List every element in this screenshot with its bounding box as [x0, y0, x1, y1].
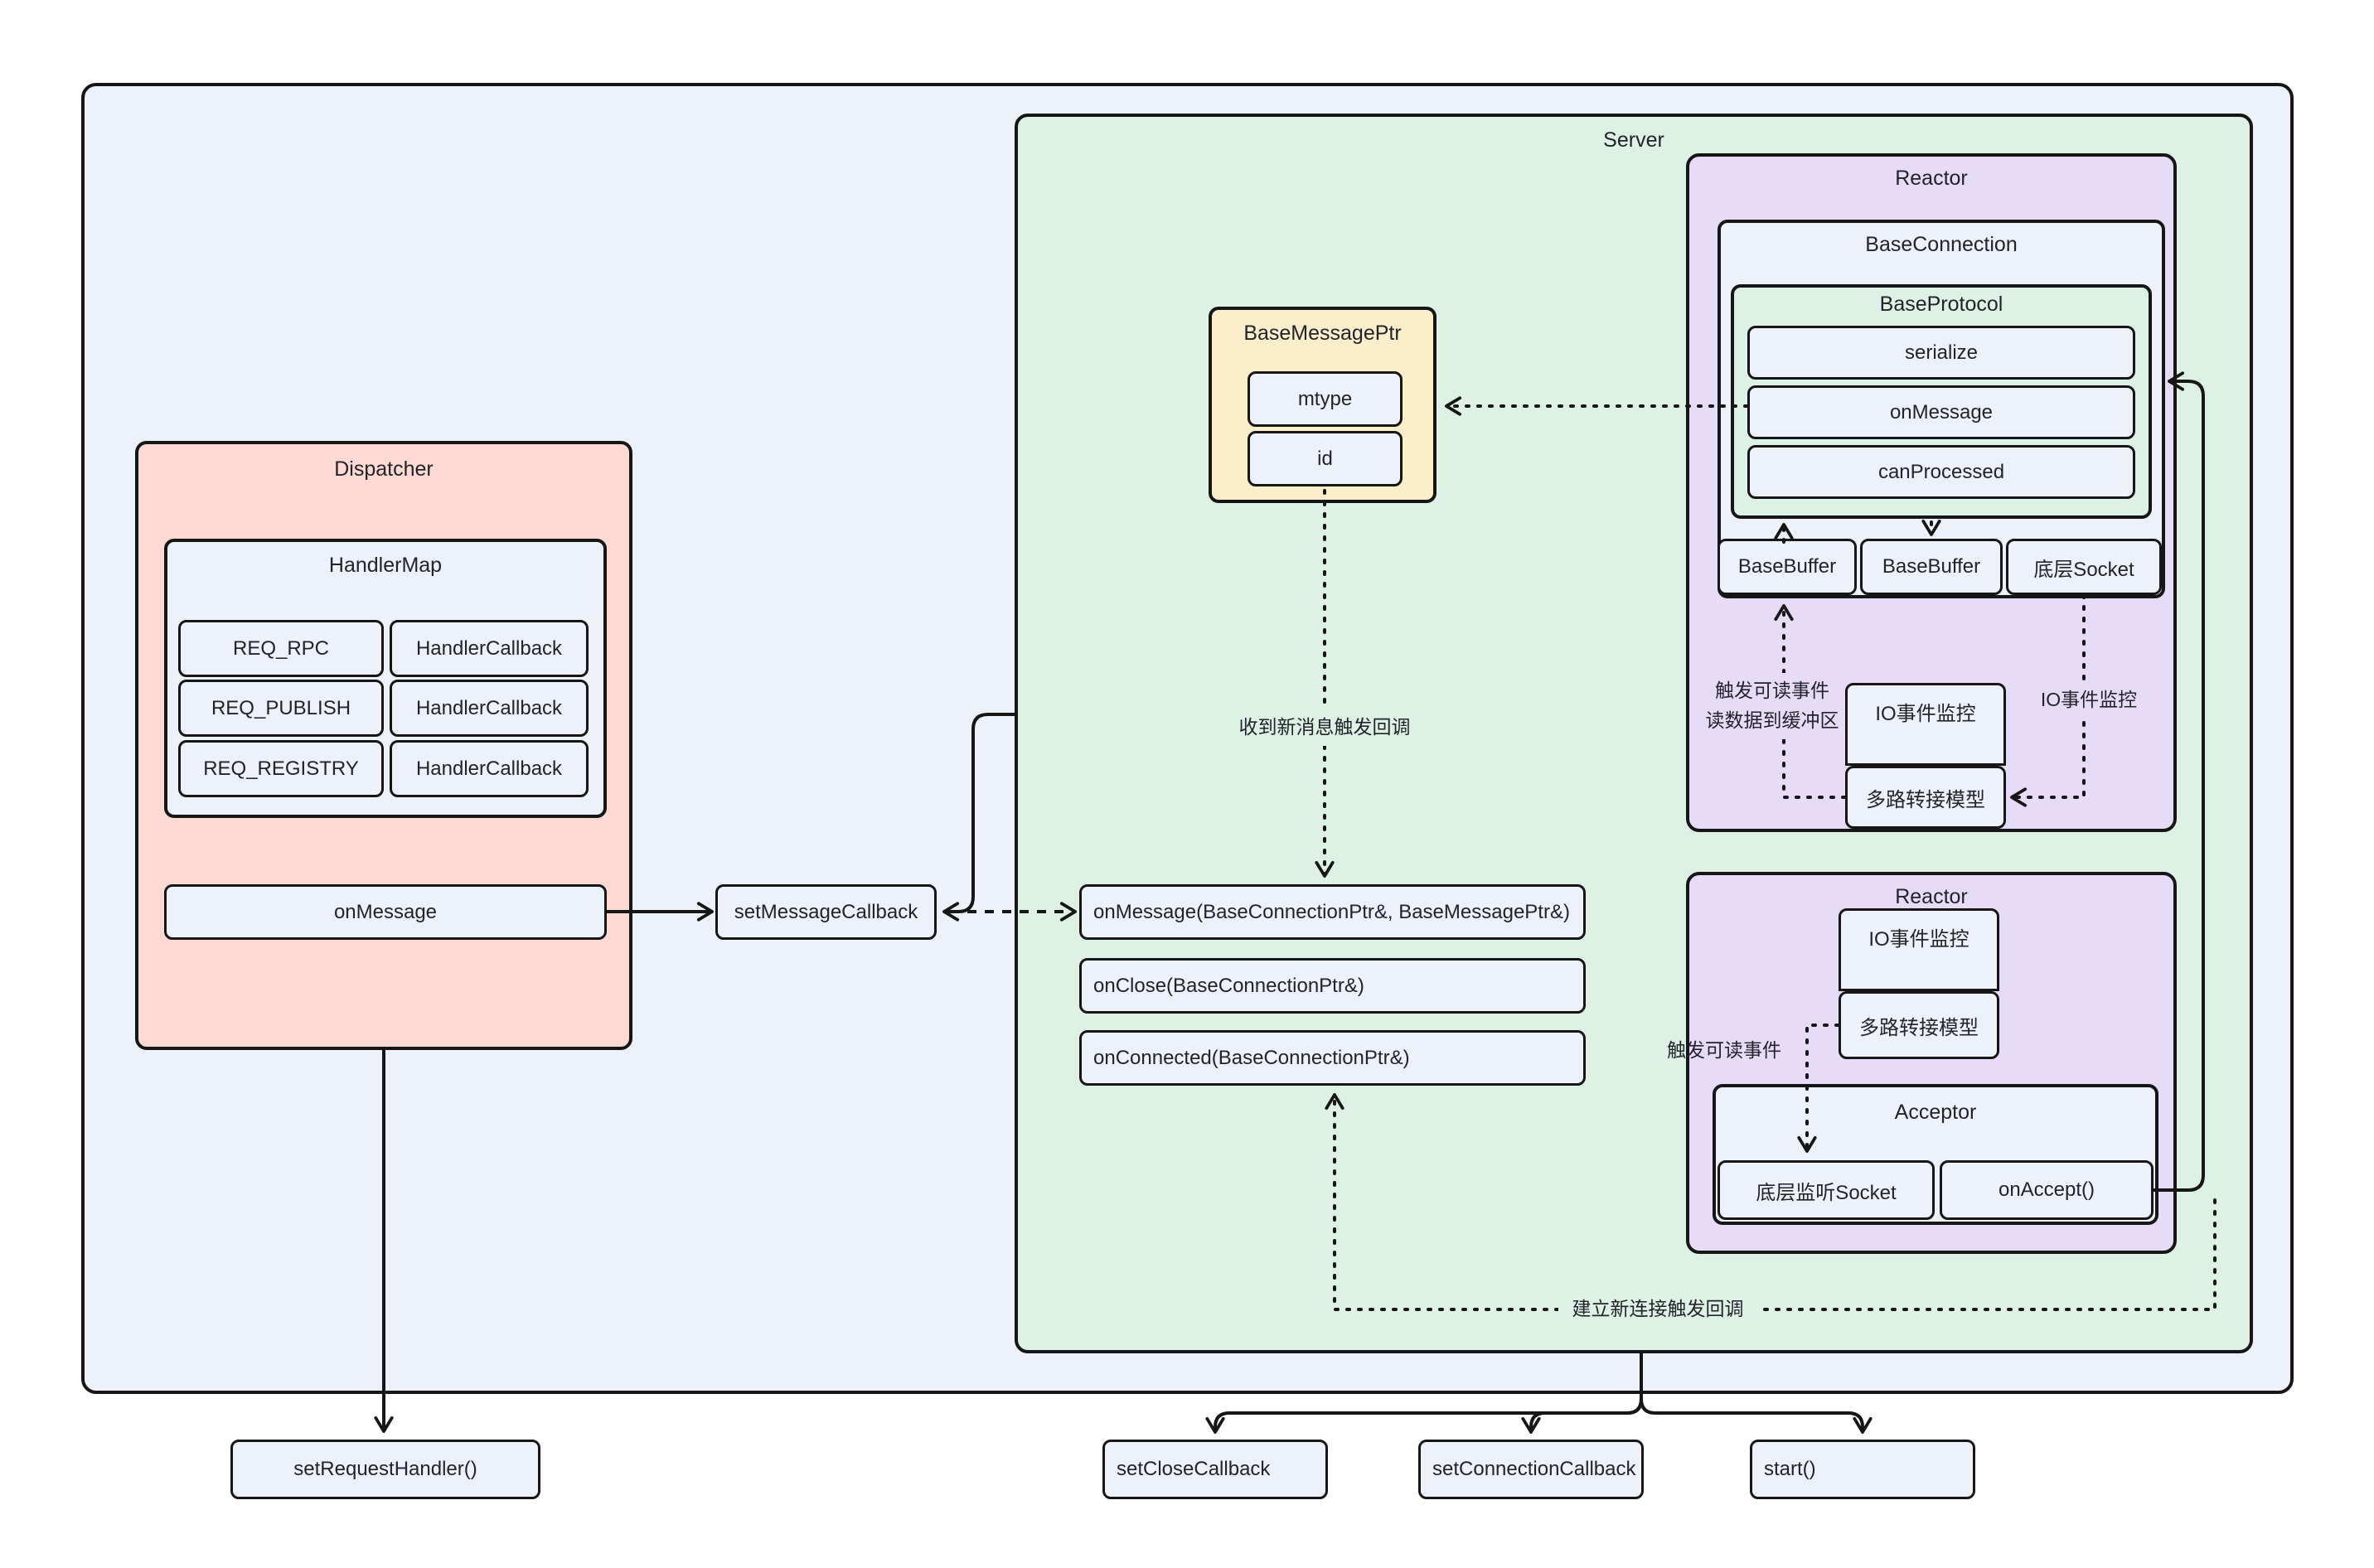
set-message-callback-box: setMessageCallback [715, 884, 937, 940]
dispatcher-onmessage-box: onMessage [164, 884, 607, 940]
acceptor-title: Acceptor [1894, 1101, 1977, 1124]
start-box: start() [1750, 1440, 1975, 1499]
arrow-server-to-setclosecallback [1205, 1398, 1643, 1434]
arrow-server-to-start [1640, 1398, 1873, 1434]
server-title: Server [1603, 128, 1664, 152]
set-request-handler-box: setRequestHandler() [230, 1440, 540, 1499]
arrow-server-to-setconnectioncallback [1521, 1398, 1643, 1434]
base-message-ptr-title: BaseMessagePtr [1243, 322, 1402, 345]
base-buffer-out-box: BaseBuffer [1860, 539, 2003, 595]
handler-map-key-req-publish: REQ_PUBLISH [178, 680, 384, 737]
label-trigger-readable-bottom: 触发可读事件 [1667, 1039, 1781, 1062]
handler-map-value-0: HandlerCallback [390, 620, 589, 677]
arrow-onaccept-to-baseconnection [2154, 371, 2205, 1192]
reactor-top-title: Reactor [1895, 167, 1968, 190]
on-accept-box: onAccept() [1940, 1160, 2154, 1220]
dispatcher-title: Dispatcher [334, 457, 434, 481]
io-event-monitor-top-box: IO事件监控 [1845, 683, 2006, 766]
label-trigger-readable-read-buffer: 触发可读事件 读数据到缓冲区 [1703, 673, 1841, 739]
id-box: id [1248, 431, 1403, 486]
set-close-callback-box: setCloseCallback [1102, 1440, 1328, 1499]
arrow-mux-to-basebuffer [1774, 604, 1847, 799]
base-connection-title: BaseConnection [1865, 233, 2018, 256]
server-onmessage-callback-box: onMessage(BaseConnectionPtr&, BaseMessag… [1079, 884, 1586, 940]
handler-map-value-1: HandlerCallback [390, 680, 589, 737]
set-connection-callback-box: setConnectionCallback [1418, 1440, 1644, 1499]
base-buffer-in-box: BaseBuffer [1718, 539, 1857, 595]
reactor-bottom-title: Reactor [1895, 885, 1968, 908]
server-onconnected-callback-box: onConnected(BaseConnectionPtr&) [1079, 1030, 1586, 1086]
label-new-message-callback: 收到新消息触发回调 [1225, 709, 1424, 746]
arrow-mux-to-listensocket [1797, 1024, 1840, 1153]
io-event-monitor-bottom-box: IO事件监控 [1839, 908, 1999, 991]
arrow-onaccept-to-onconnected [1325, 1093, 2217, 1311]
serialize-box: serialize [1747, 326, 2135, 380]
handler-map-title: HandlerMap [328, 554, 443, 577]
arrow-server-to-setmessagecallback [942, 713, 1015, 922]
mux-model-top-box: 多路转接模型 [1845, 766, 2006, 829]
server-onclose-callback-box: onClose(BaseConnectionPtr&) [1079, 958, 1586, 1014]
label-read-to-buffer-line2: 读数据到缓冲区 [1705, 709, 1839, 731]
handler-map-value-2: HandlerCallback [390, 740, 589, 797]
label-trigger-readable-line1: 触发可读事件 [1715, 680, 1829, 702]
handler-map-key-req-registry: REQ_REGISTRY [178, 740, 384, 797]
mtype-box: mtype [1248, 371, 1403, 427]
listen-socket-box: 底层监听Socket [1718, 1160, 1935, 1220]
handler-map-key-req-rpc: REQ_RPC [178, 620, 384, 677]
label-io-event-monitor-right: IO事件监控 [2032, 682, 2145, 719]
label-new-connection-callback: 建立新连接触发回调 [1558, 1291, 1757, 1328]
can-processed-box: canProcessed [1747, 445, 2135, 499]
base-protocol-title: BaseProtocol [1879, 293, 2003, 316]
protocol-onmessage-box: onMessage [1747, 385, 2135, 439]
